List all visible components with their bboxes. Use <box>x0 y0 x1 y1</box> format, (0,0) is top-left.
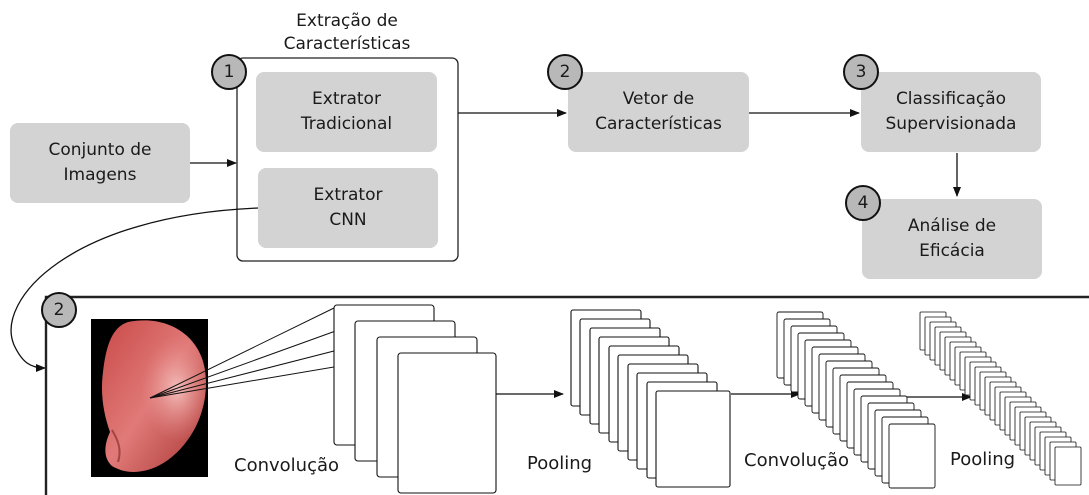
step-badge-feature-vector: 2 <box>547 54 583 90</box>
image-set-box: Conjunto de Imagens <box>10 123 190 203</box>
extraction-title-line2: Características <box>283 34 411 54</box>
arrow-cnn-to-panel <box>10 207 259 372</box>
traditional-extractor-box: Extrator Tradicional <box>256 72 437 152</box>
conv2-label: Convolução <box>744 450 850 471</box>
pool2-label: Pooling <box>950 449 1016 470</box>
extraction-group-frame <box>236 57 459 262</box>
supervised-classification-box: Classificação Supervisionada <box>861 72 1041 152</box>
efficacy-analysis-box: Análise de Eficácia <box>862 199 1042 279</box>
pool1-label: Pooling <box>527 453 593 474</box>
cnn-extractor-box: Extrator CNN <box>258 168 438 248</box>
pool2-feature-maps <box>919 311 1082 486</box>
step-badge-cnn-panel: 2 <box>41 292 77 328</box>
step-badge-classification: 3 <box>843 54 879 90</box>
feature-vector-box: Vetor de Características <box>568 72 749 152</box>
step-badge-analysis: 4 <box>845 185 881 221</box>
extraction-title-line1: Extração de <box>296 11 398 31</box>
step-badge-extraction: 1 <box>211 54 247 90</box>
conv1-label: Convolução <box>234 455 340 476</box>
extraction-group-title: Extração de Características <box>257 10 437 56</box>
conv2-feature-maps <box>776 311 936 489</box>
pool1-feature-maps <box>570 309 731 488</box>
conv1-feature-maps <box>333 304 497 494</box>
